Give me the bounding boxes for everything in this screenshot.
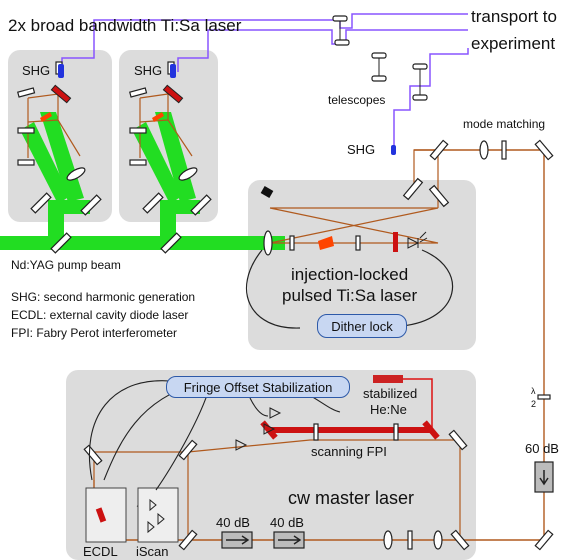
shg-label-2: SHG xyxy=(134,63,163,78)
red-output-mirrors xyxy=(50,84,184,104)
iscan-label: iScan xyxy=(136,544,169,559)
fringe-offset-box: Fringe Offset Stabilization xyxy=(166,376,350,398)
legend-ecdl: ECDL: external cavity diode laser xyxy=(11,308,189,322)
isolator-2-label: 40 dB xyxy=(270,515,304,530)
injection-locked-panel xyxy=(248,180,476,350)
hene-laser xyxy=(373,375,403,383)
dither-lock-box: Dither lock xyxy=(317,314,407,338)
legend-shg: SHG: second harmonic generation xyxy=(11,290,196,304)
photodiode-injection xyxy=(407,231,428,249)
injection-locked-label-line1: injection-locked xyxy=(291,265,409,284)
photodiodes-fringe xyxy=(235,407,282,451)
fiber-2 xyxy=(177,29,468,72)
cw-master-label: cw master laser xyxy=(288,488,415,508)
fiber-3 xyxy=(393,48,469,148)
dither-loop xyxy=(245,249,453,329)
shg-crystals xyxy=(58,64,396,155)
half-wave-bottom: 2 xyxy=(531,399,537,409)
telescopes-label: telescopes xyxy=(328,93,386,107)
mode-matching-optics xyxy=(429,139,554,551)
isolator-3-label: 60 dB xyxy=(525,441,559,456)
fpi-cavity-beam xyxy=(270,427,432,433)
hene-label-line2: He:Ne xyxy=(370,402,407,417)
transport-label-line2: experiment xyxy=(471,34,556,53)
isolator-1-label: 40 dB xyxy=(216,515,250,530)
half-wave-top: λ xyxy=(531,386,536,396)
pump-mirrors xyxy=(30,167,212,254)
legend-fpi: FPI: Fabry Perot interferometer xyxy=(11,326,178,340)
shg-label-3: SHG xyxy=(347,142,376,157)
iscan-box xyxy=(137,487,179,543)
ecdl-box xyxy=(85,487,127,543)
diagram-title: 2x broad bandwidth Ti:Sa laser xyxy=(8,16,242,35)
pump-beam-label: Nd:YAG pump beam xyxy=(11,258,121,272)
transport-label-line1: transport to xyxy=(471,7,557,26)
scanning-fpi-label: scanning FPI xyxy=(311,444,387,459)
tisa-cavities xyxy=(27,93,193,158)
injection-locked-label-line2: pulsed Ti:Sa laser xyxy=(282,286,418,305)
mode-matching-label: mode matching xyxy=(463,117,546,131)
hene-label-line1: stabilized xyxy=(363,386,418,401)
shg-label-1: SHG xyxy=(22,63,51,78)
ecdl-label: ECDL xyxy=(83,544,118,559)
